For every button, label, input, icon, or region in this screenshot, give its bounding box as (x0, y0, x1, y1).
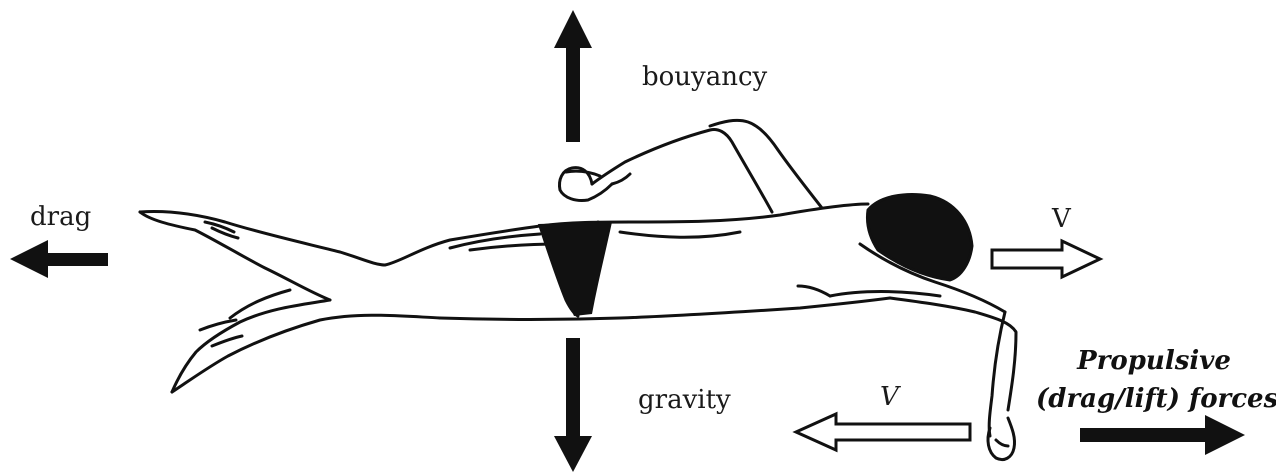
velocity-label-left: V (880, 382, 899, 412)
buoyancy-label: bouyancy (642, 62, 767, 92)
velocity-arrow-left (796, 414, 970, 450)
velocity-arrow-right (992, 241, 1100, 277)
propulsive-line-1: Propulsive (1036, 342, 1272, 380)
propulsive-line-2: (drag/lift) forces (1036, 380, 1272, 418)
velocity-label-right: V (1052, 204, 1071, 234)
gravity-arrow (554, 338, 592, 472)
drag-label: drag (30, 202, 91, 232)
buoyancy-arrow (554, 10, 592, 142)
gravity-label: gravity (638, 385, 731, 415)
swim-briefs (538, 222, 612, 316)
drag-arrow (10, 240, 108, 278)
propulsive-forces-label: Propulsive (drag/lift) forces (1036, 342, 1272, 418)
propulsive-force-arrow (1080, 415, 1245, 455)
